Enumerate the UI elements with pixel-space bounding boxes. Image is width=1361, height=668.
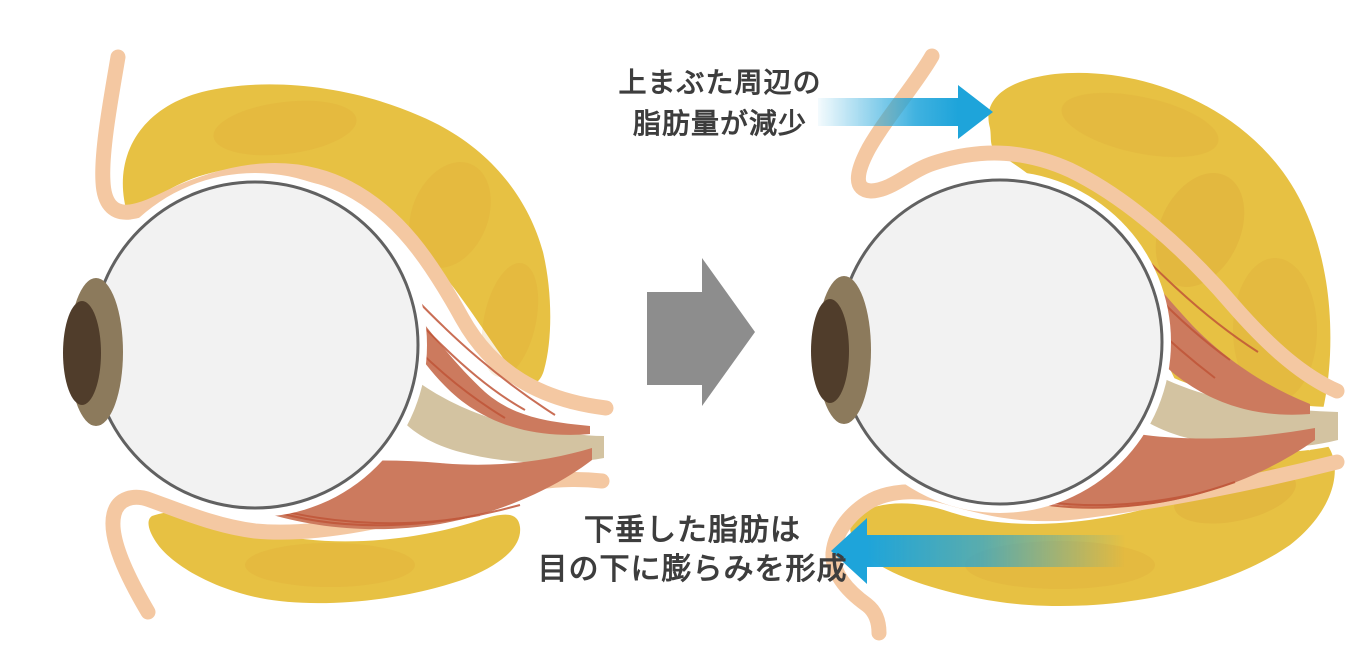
optic-nerve-cone-fill bbox=[1095, 330, 1338, 448]
eyeball bbox=[836, 178, 1164, 506]
superior-muscle bbox=[388, 280, 590, 435]
upper-eyelid-skin-fold bbox=[850, 48, 1345, 399]
optic-nerve-cone-fill bbox=[378, 350, 604, 463]
fat-bulge-arrow-icon bbox=[831, 518, 1125, 584]
transition-arrow-icon bbox=[647, 258, 755, 406]
upper-fat-annotation-line2: 脂肪量が減少 bbox=[632, 108, 807, 139]
pupil bbox=[811, 299, 849, 403]
pupil bbox=[63, 301, 101, 405]
lower-fat-annotation-line2: 目の下に膨らみを形成 bbox=[537, 553, 848, 586]
eye-diagram-before bbox=[63, 49, 614, 620]
fat-texture bbox=[213, 100, 539, 587]
fat-decrease-arrow-icon bbox=[818, 85, 993, 139]
eyeball bbox=[90, 180, 420, 510]
upper-fat-annotation-line1: 上まぶた周辺の bbox=[618, 67, 822, 98]
lower-fat-annotation-line1: 下垂した脂肪は bbox=[584, 514, 801, 547]
lower-fat-annotation: 下垂した脂肪は 目の下に膨らみを形成 bbox=[505, 511, 880, 589]
upper-fat-annotation: 上まぶた周辺の 脂肪量が減少 bbox=[555, 62, 885, 144]
upper-eyelid-skin bbox=[95, 49, 614, 416]
upper-fat-pad bbox=[122, 84, 551, 385]
